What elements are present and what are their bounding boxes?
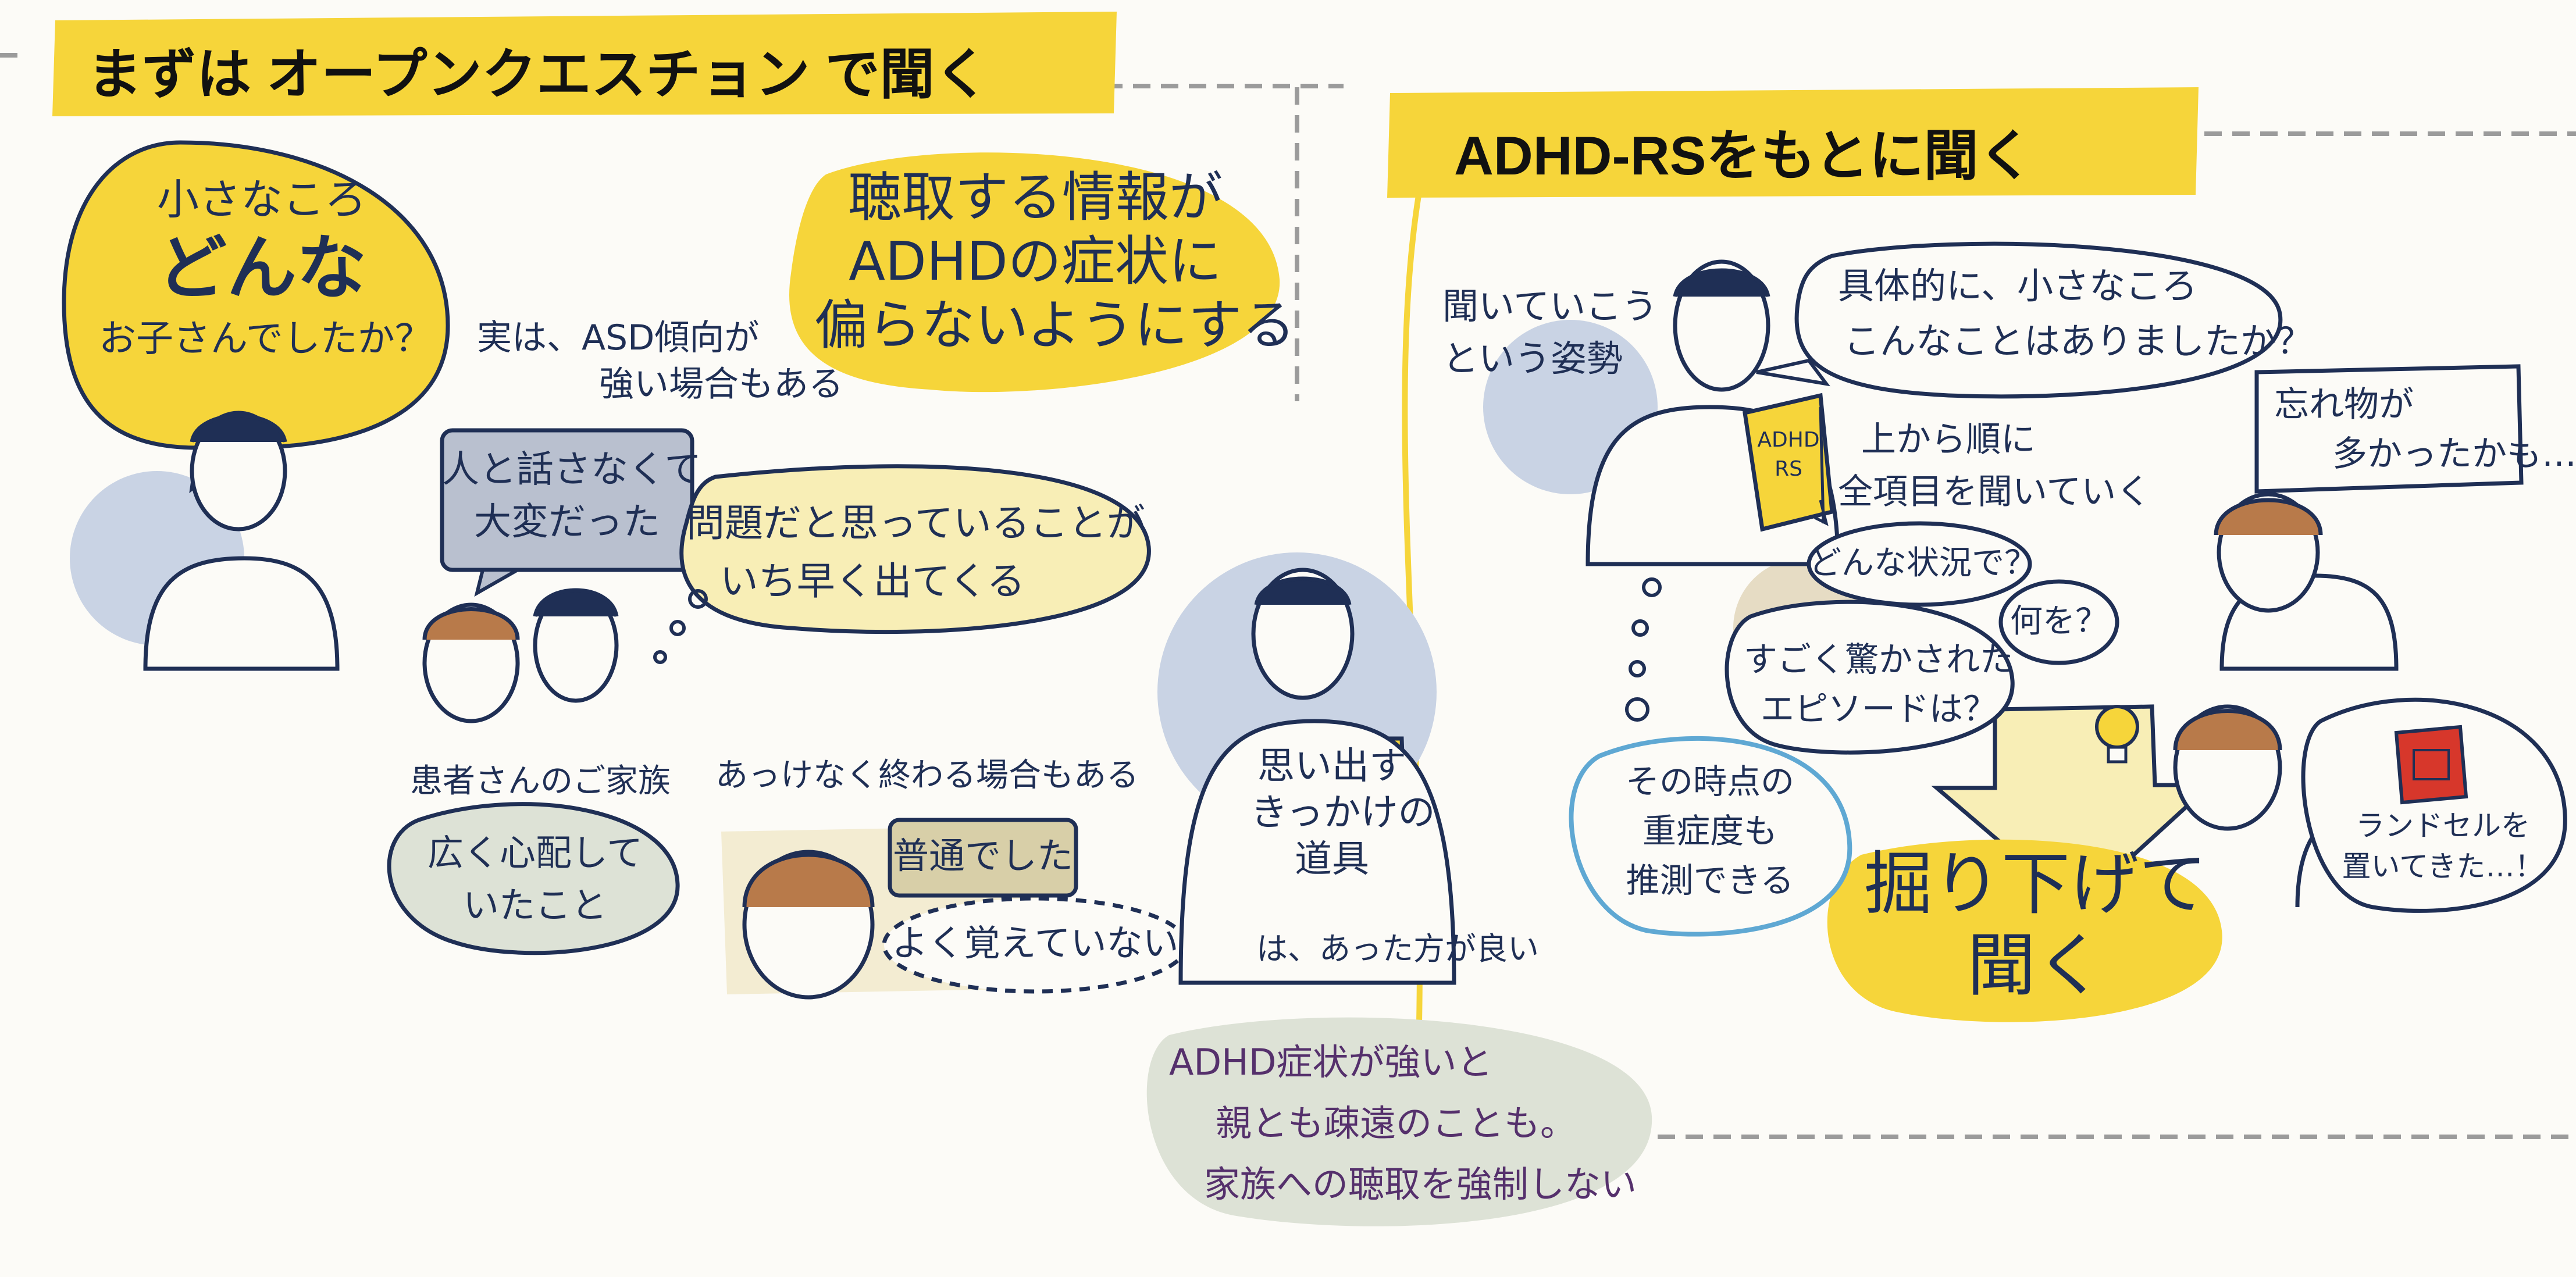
randoseru-bubble bbox=[2301, 697, 2567, 913]
doctor-question-line-3: お子さんでしたか？ bbox=[99, 318, 432, 361]
left-title-band bbox=[52, 12, 1117, 116]
stance-line-2: という姿勢 bbox=[1442, 337, 1623, 380]
tool-caption: は、あった方が良い bbox=[1256, 930, 1539, 967]
mother-right-figure bbox=[2214, 492, 2399, 671]
stance-line-1: 聞いていこう bbox=[1442, 285, 1658, 327]
worry-bubble bbox=[387, 802, 680, 955]
doctor-question-line-1: 小さなころ bbox=[156, 175, 366, 224]
thought-line-1: 問題だと思っていることが bbox=[686, 501, 1145, 545]
dig-arrow bbox=[1931, 704, 2216, 910]
family-speech-line-1: 人と話さなくて bbox=[442, 448, 702, 491]
dig-line-2: 聞く bbox=[1966, 925, 2104, 1005]
situation-label: どんな状況で？ bbox=[1809, 544, 2037, 582]
caution-line-3: 家族への聴取を強制しない bbox=[1204, 1163, 1637, 1205]
asd-note-line-1: 実は、ASD傾向が bbox=[477, 318, 760, 358]
situation-bubble bbox=[1807, 521, 2032, 607]
family-label: 患者さんのご家族 bbox=[410, 762, 671, 800]
episode-bubble bbox=[1725, 600, 2015, 755]
doctor-center-figure bbox=[1178, 568, 1456, 985]
rs-question-line-1: 具体的に、小さなころ bbox=[1838, 265, 2198, 307]
what-label: 何を？ bbox=[2010, 602, 2108, 640]
caution-bubble bbox=[1146, 1017, 1652, 1226]
thought-bubble bbox=[679, 464, 1151, 634]
what-bubble bbox=[1998, 579, 2119, 665]
randoseru-icon bbox=[2394, 725, 2468, 805]
clipboard-line-1: ADHD bbox=[1757, 428, 1820, 452]
asd-note-line-2: 強い場合もある bbox=[599, 364, 843, 405]
order-line-1: 上から順に bbox=[1861, 419, 2036, 460]
doctor-left-figure bbox=[143, 411, 340, 671]
caution-line-1: ADHD症状が強いと bbox=[1169, 1041, 1493, 1083]
randoseru-line-1: ランドセルを bbox=[2356, 809, 2530, 843]
family-figures bbox=[422, 588, 619, 723]
dig-bubble bbox=[1827, 839, 2222, 1022]
forgot-line-1: 忘れ物が bbox=[2274, 384, 2414, 425]
clipboard bbox=[1743, 393, 1834, 532]
forgot-line-2: 多かったかも… bbox=[2332, 434, 2576, 475]
randoseru-line-2: 置いてきた…！ bbox=[2342, 850, 2544, 883]
tool-card-line-2: きっかけの bbox=[1250, 791, 1435, 834]
normal-box bbox=[888, 818, 1078, 898]
doctor-question-line-2: どんな bbox=[157, 228, 366, 309]
aim-line-2: ADHDの症状に bbox=[849, 230, 1222, 293]
mother-figure bbox=[742, 850, 875, 1000]
aim-line-1: 聴取する情報が bbox=[847, 166, 1223, 229]
right-section-title: ADHD-RSをもとに聞く bbox=[1454, 125, 2033, 186]
dig-line-1: 掘り下げて bbox=[1864, 844, 2207, 924]
aim-bubble bbox=[789, 152, 1280, 393]
severity-line-2: 重症度も bbox=[1642, 811, 1777, 851]
family-speech-line-2: 大変だった bbox=[474, 501, 660, 544]
severity-line-1: その時点の bbox=[1625, 762, 1794, 801]
clipboard-line-2: RS bbox=[1775, 457, 1802, 481]
order-line-2: 全項目を聞いていく bbox=[1838, 472, 2151, 512]
tool-card-line-1: 思い出す bbox=[1257, 745, 1406, 788]
left-section-title: まずは オープンクエスチョン で聞く bbox=[87, 44, 989, 105]
worry-line-2: いたこと bbox=[462, 884, 607, 926]
lightbulb-icon bbox=[2095, 705, 2139, 764]
dashed-dividers bbox=[0, 53, 2576, 1139]
tool-card-line-3: 道具 bbox=[1295, 838, 1369, 881]
not-remember-label: よく覚えていない bbox=[892, 922, 1179, 964]
severity-bubble bbox=[1569, 736, 1852, 937]
aim-line-3: 偏らないようにする bbox=[814, 294, 1296, 356]
severity-line-3: 推測できる bbox=[1626, 861, 1794, 900]
rs-question-line-2: こんなことはありましたか？ bbox=[1844, 320, 2313, 362]
right-title-band bbox=[1387, 87, 2199, 198]
caution-line-2: 親とも疎遠のことも。 bbox=[1216, 1102, 1577, 1144]
short-note: あっけなく終わる場合もある bbox=[715, 757, 1139, 794]
normal-label: 普通でした bbox=[892, 834, 1073, 877]
thought-line-2: いち早く出てくる bbox=[719, 559, 1025, 604]
episode-line-2: エピソードは？ bbox=[1760, 689, 1997, 729]
worry-line-1: 広く心配して bbox=[427, 832, 643, 874]
episode-line-1: すごく驚かされた bbox=[1743, 640, 2014, 679]
rs-question-bubble bbox=[1794, 241, 2283, 399]
forgot-bubble bbox=[2254, 364, 2524, 494]
